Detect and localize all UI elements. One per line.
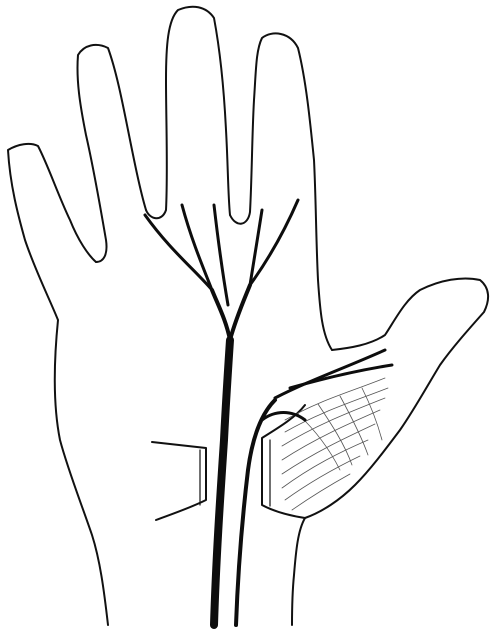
median-nerve-fork-right [230,285,250,340]
index-finger-outline [230,33,332,350]
ring-finger-outline [77,45,146,262]
digital-branch-2 [182,205,212,290]
digital-branch-1 [145,215,212,290]
thenar-branch-upper [275,350,385,398]
hand-outline [8,7,488,625]
median-nerve-trunk [214,340,230,625]
thumb-outline [292,278,488,625]
retinaculum-left [152,442,206,520]
retinaculum-right [262,405,305,518]
thenar-muscle-shading [282,378,388,510]
digital-branch-4 [250,210,262,285]
little-finger-outline [8,144,108,625]
middle-finger-outline [146,7,230,219]
digital-branch-3 [214,205,228,305]
thenar-branch [236,350,392,625]
thenar-branch-curve [262,413,305,421]
